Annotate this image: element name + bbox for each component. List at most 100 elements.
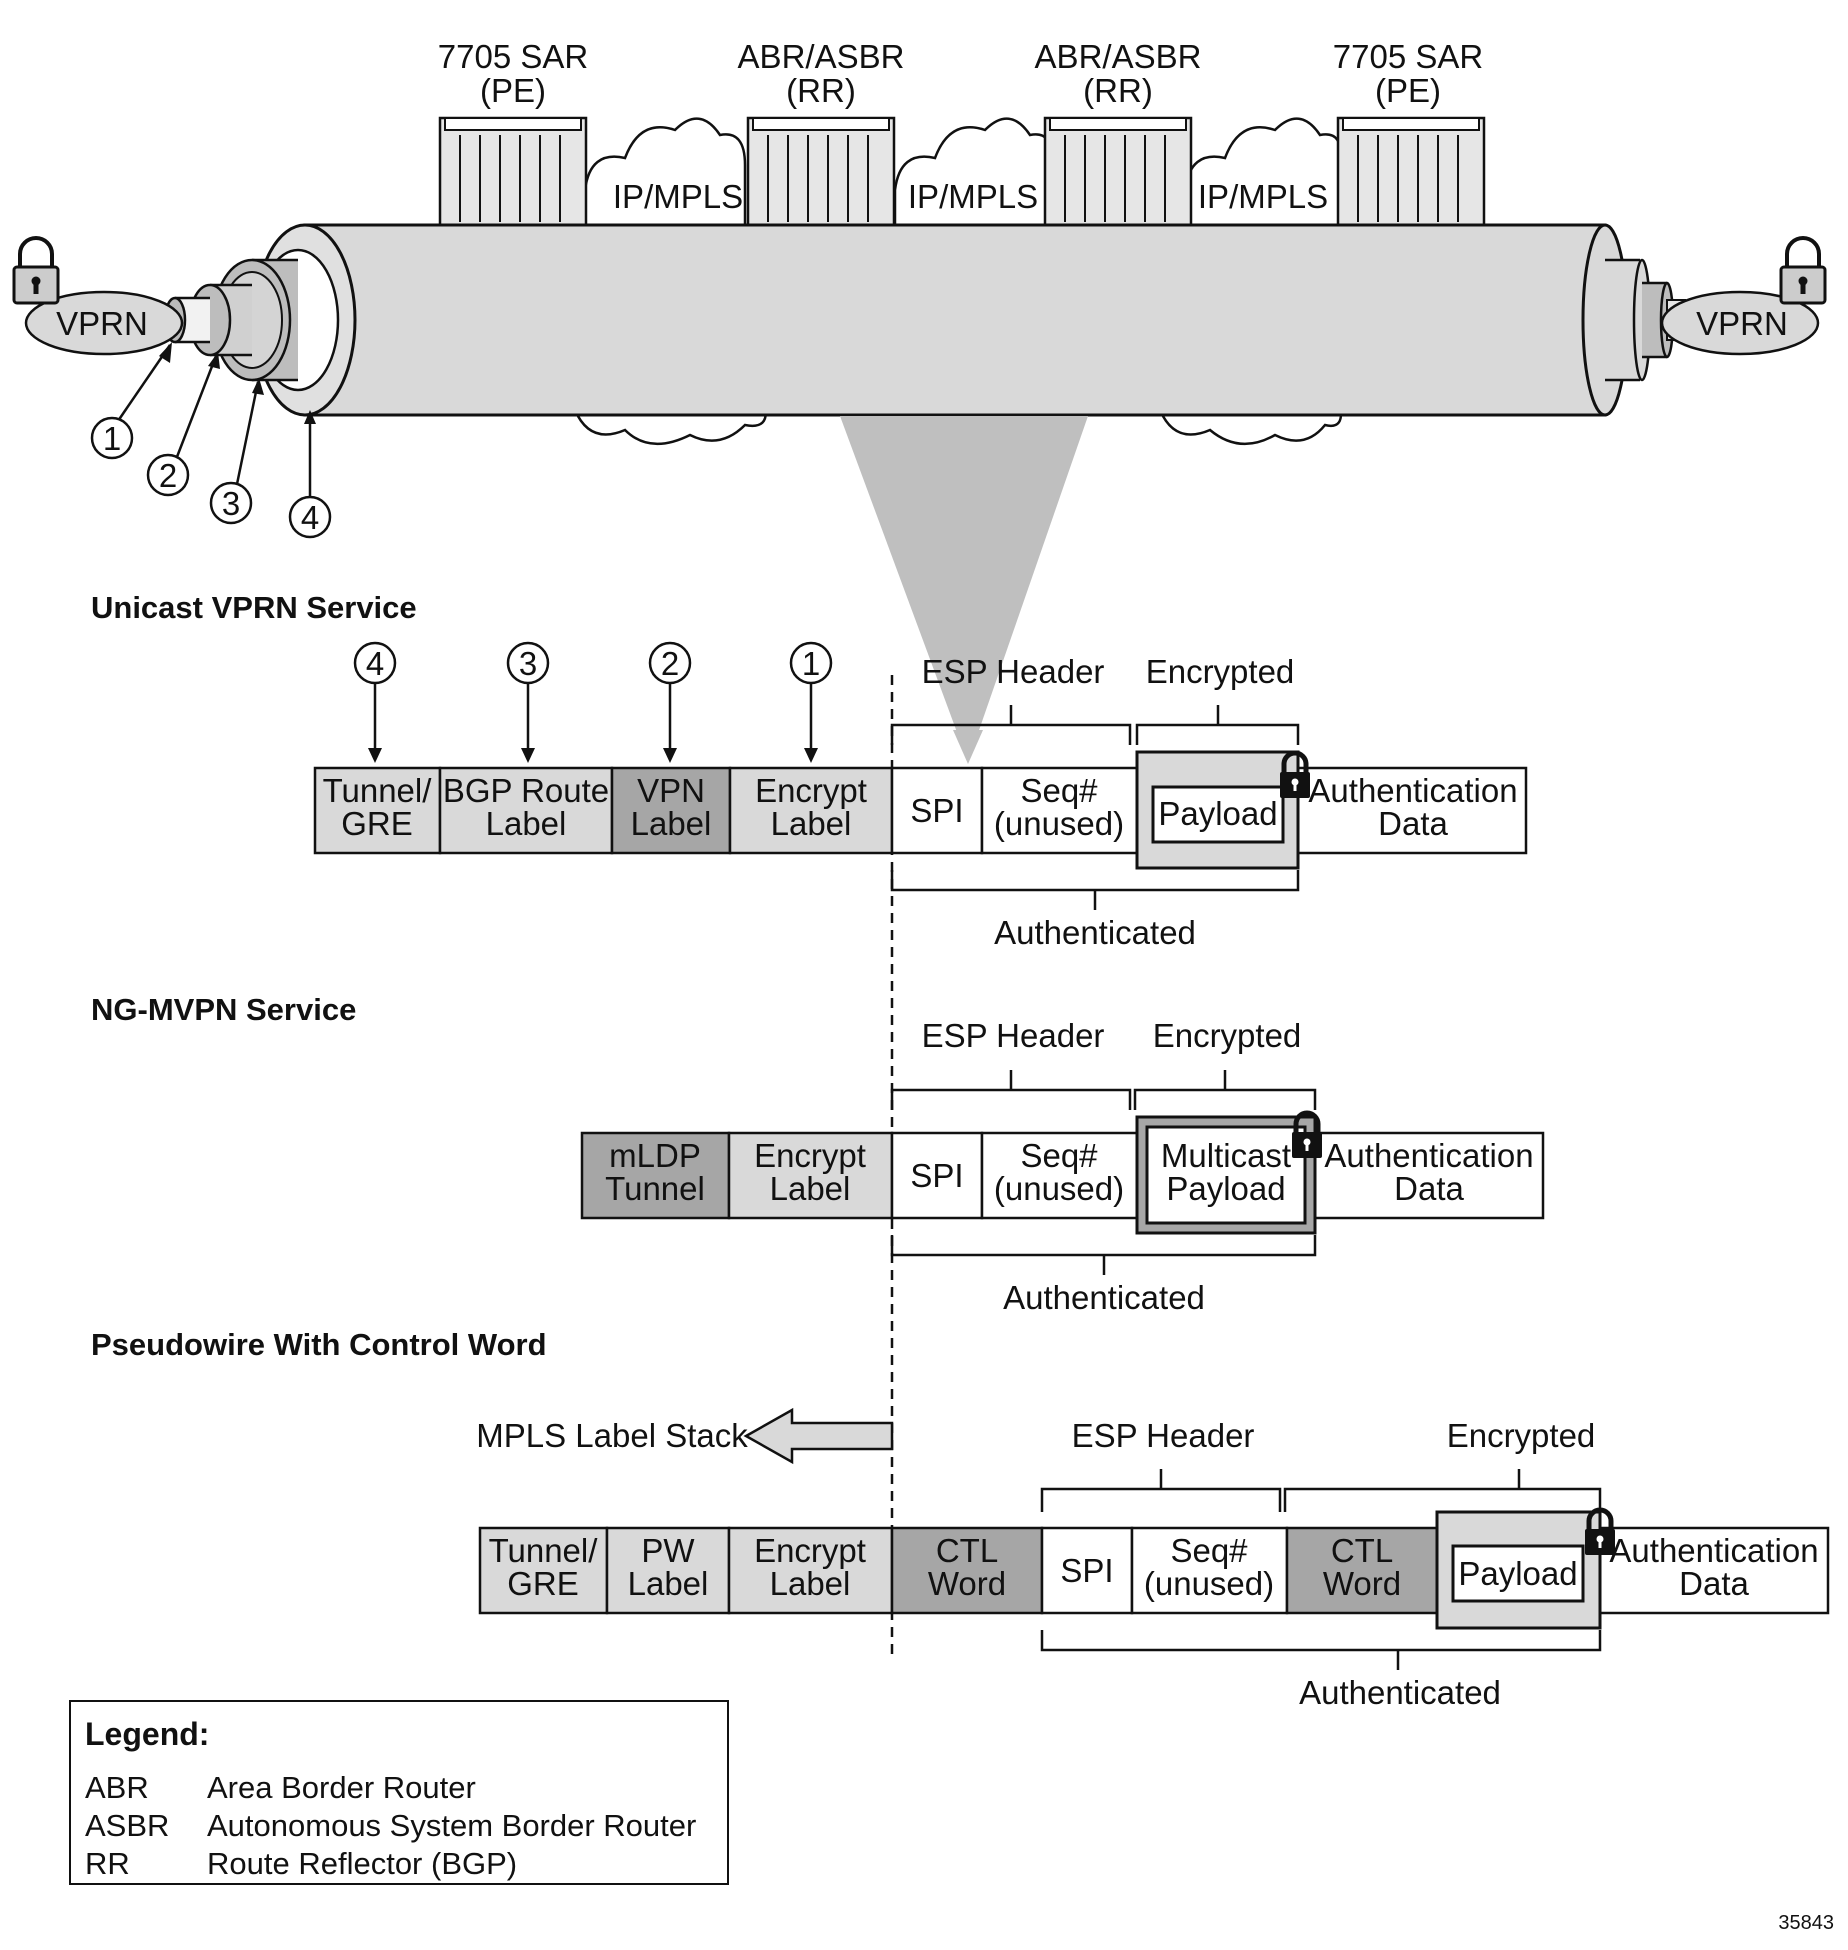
unicast-seq [980, 766, 1139, 855]
unicast-esp-header: ESP Header [922, 653, 1105, 690]
pw-encrypted: Encrypted [1447, 1417, 1596, 1454]
mvpn-payload-text-1: Multicast [1161, 1137, 1291, 1174]
mvpn-brackets [890, 1070, 1317, 1275]
legend-row-rr: RR Route Reflector (BGP) [85, 1846, 517, 1882]
mpls-stack-label: MPLS Label Stack [476, 1417, 748, 1454]
mvpn-authenticated: Authenticated [1003, 1279, 1205, 1316]
pw-tunnel-text-1: Tunnel/ [489, 1532, 599, 1569]
unicast-callout-2: 2 [661, 645, 679, 682]
router-label-4-line2: (PE) [1375, 72, 1441, 109]
cloud-label-1: IP/MPLS [613, 178, 743, 215]
pw-encrypt-text-1: Encrypt [754, 1532, 866, 1569]
lock-icon-right [1779, 236, 1827, 305]
unicast-auth-text-1: Authentication [1308, 772, 1517, 809]
unicast-tunnel-gre [313, 766, 442, 855]
pw-encrypt-text-2: Label [770, 1565, 851, 1602]
unicast-callout-4: 4 [366, 645, 384, 682]
mvpn-mldp-tunnel [580, 1131, 731, 1220]
cloud-label-3: IP/MPLS [1198, 178, 1328, 215]
zoom-cone [840, 416, 1088, 762]
pw-auth-data [1598, 1526, 1830, 1615]
mvpn-title: NG-MVPN Service [91, 992, 356, 1027]
tunnel-tube [253, 223, 1629, 417]
mpls-stack-arrow [743, 1407, 894, 1465]
callout-1-top-text: 1 [103, 420, 121, 457]
router-label-1-line1: 7705 SAR [438, 38, 588, 75]
router-label-3-line1: ABR/ASBR [1035, 38, 1202, 75]
callout-1-top: 1 [90, 416, 134, 460]
unicast-bgp-label [438, 766, 614, 855]
unicast-title: Unicast VPRN Service [91, 590, 417, 625]
pw-brackets [1040, 1469, 1602, 1670]
router-label-2-line1: ABR/ASBR [738, 38, 905, 75]
pw-payload-text: Payload [1458, 1555, 1577, 1592]
unicast-tunnel-text-1: Tunnel/ [323, 772, 433, 809]
unicast-spi-text: SPI [910, 792, 963, 829]
pw-payload [1451, 1544, 1585, 1603]
figure-id: 35843 [1778, 1912, 1834, 1934]
unicast-vpn-label [610, 766, 732, 855]
unicast-seq-text-1: Seq# [1020, 772, 1098, 809]
pw-title: Pseudowire With Control Word [91, 1327, 547, 1362]
router-abr-asbr-2 [1043, 116, 1193, 227]
unicast-auth-data [1296, 766, 1528, 855]
callout-3-top: 3 [209, 481, 253, 525]
pw-esp-header: ESP Header [1072, 1417, 1255, 1454]
unicast-callouts: 4 3 2 1 [353, 641, 833, 763]
mvpn-encrypt-text-1: Encrypt [754, 1137, 866, 1174]
pw-ctl2-text-2: Word [1323, 1565, 1401, 1602]
legend-abbr: RR [85, 1846, 130, 1881]
pw-packet [478, 1510, 1830, 1630]
unicast-encrypt-text-1: Encrypt [755, 772, 867, 809]
vprn-right-label: VPRN [1696, 305, 1788, 342]
callout-4-top-text: 4 [301, 499, 319, 536]
unicast-seq-text-2: (unused) [994, 805, 1124, 842]
unicast-payload [1151, 785, 1285, 844]
mvpn-esp-header: ESP Header [922, 1017, 1105, 1054]
unicast-auth-text-2: Data [1378, 805, 1448, 842]
unicast-vpn-text-1: VPN [637, 772, 705, 809]
pw-auth-text-2: Data [1679, 1565, 1749, 1602]
mvpn-multicast-payload [1145, 1125, 1307, 1225]
router-label-2-line2: (RR) [786, 72, 856, 109]
unicast-encrypted: Encrypted [1146, 653, 1295, 690]
mvpn-encrypted: Encrypted [1153, 1017, 1302, 1054]
pw-seq [1130, 1526, 1289, 1615]
pw-spi [1040, 1526, 1134, 1615]
pw-encrypt-label [727, 1526, 894, 1615]
unicast-packet [313, 750, 1528, 870]
lock-icon-left [12, 236, 60, 305]
pw-ctl-word-2 [1285, 1526, 1439, 1615]
vprn-right: VPRN [1660, 290, 1820, 356]
cloud-label-2: IP/MPLS [908, 178, 1038, 215]
mvpn-seq [980, 1131, 1139, 1220]
mvpn-auth-text-2: Data [1394, 1170, 1464, 1207]
legend-desc: Route Reflector (BGP) [207, 1846, 518, 1881]
callout-arrows-top [116, 344, 312, 499]
pw-tunnel-text-2: GRE [507, 1565, 579, 1602]
router-label-4-line1: 7705 SAR [1333, 38, 1483, 75]
nested-labels-right [1605, 258, 1686, 382]
pw-label-text-1: PW [641, 1532, 695, 1569]
pw-label [605, 1526, 731, 1615]
vprn-left: VPRN [24, 290, 184, 356]
vprn-left-label: VPRN [56, 305, 148, 342]
callout-2-top: 2 [146, 453, 190, 497]
pw-label-text-2: Label [628, 1565, 709, 1602]
mvpn-mldp-text-2: Tunnel [605, 1170, 705, 1207]
router-label-1-line2: (PE) [480, 72, 546, 109]
pw-seq-text-1: Seq# [1170, 1532, 1248, 1569]
unicast-tunnel-text-2: GRE [341, 805, 413, 842]
mvpn-encrypt-label [727, 1131, 894, 1220]
pw-authenticated: Authenticated [1299, 1674, 1501, 1711]
unicast-encrypt-text-2: Label [771, 805, 852, 842]
router-pe-left [438, 116, 588, 227]
unicast-payload-text: Payload [1158, 795, 1277, 832]
unicast-authenticated: Authenticated [994, 914, 1196, 951]
pw-seq-text-2: (unused) [1144, 1565, 1274, 1602]
legend-desc: Area Border Router [207, 1770, 476, 1805]
